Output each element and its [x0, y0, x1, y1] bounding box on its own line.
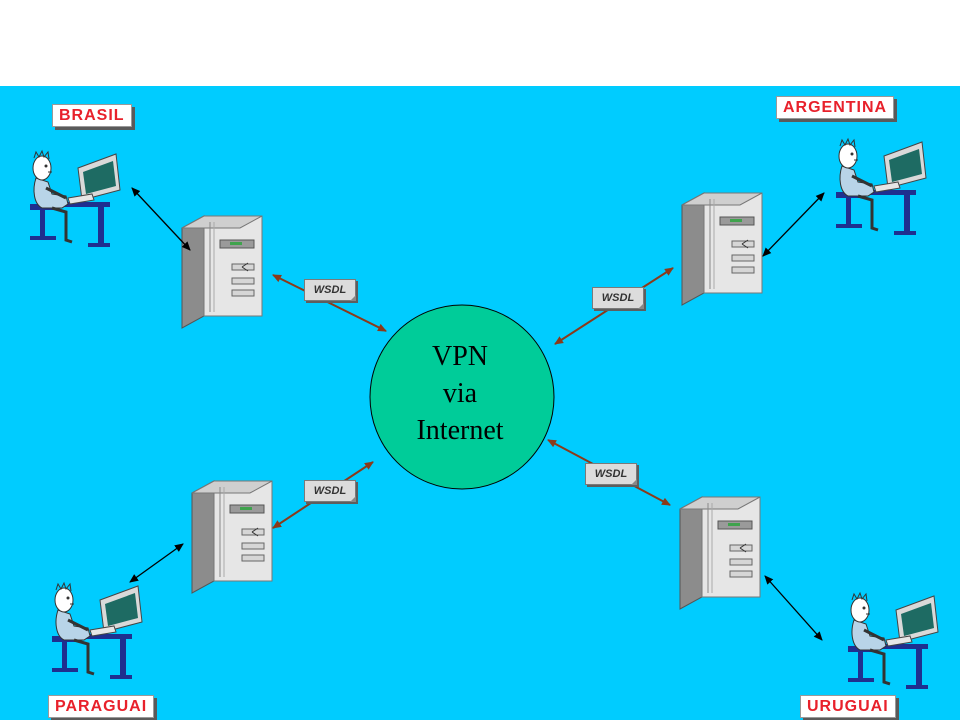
- country-label-brasil: BRASIL: [52, 104, 132, 127]
- top-white-band: [0, 0, 960, 86]
- wsdl-label: WSDL: [313, 485, 347, 497]
- vpn-hub-circle: [369, 304, 555, 490]
- link-arrow-brasil: [272, 274, 387, 332]
- wsdl-label: WSDL: [601, 292, 635, 304]
- wsdl-document-brasil: WSDL: [304, 279, 356, 301]
- vpn-hub-label: VPN via Internet: [370, 338, 550, 449]
- hub-line-internet: Internet: [416, 415, 504, 446]
- user-arrow-brasil: [131, 187, 191, 251]
- wsdl-label: WSDL: [313, 284, 347, 296]
- wsdl-document-uruguai: WSDL: [585, 463, 637, 485]
- country-label-paraguai: PARAGUAI: [48, 695, 155, 718]
- page-fold-icon: [638, 303, 644, 309]
- server-uruguai: [679, 496, 761, 610]
- wsdl-label: WSDL: [594, 468, 628, 480]
- user-computer-argentina: [834, 137, 928, 237]
- user-arrow-uruguai: [764, 575, 823, 641]
- hub-line-vpn: VPN: [431, 341, 488, 372]
- country-label-uruguai: URUGUAI: [800, 695, 896, 718]
- wsdl-document-argentina: WSDL: [592, 287, 644, 309]
- user-computer-paraguai: [50, 581, 144, 681]
- server-brasil: [181, 215, 263, 329]
- user-arrow-argentina: [762, 192, 825, 257]
- wsdl-document-paraguai: WSDL: [304, 480, 356, 502]
- user-arrow-paraguai: [129, 543, 184, 583]
- page-fold-icon: [631, 479, 637, 485]
- server-argentina: [681, 192, 763, 306]
- user-computer-brasil: [28, 149, 122, 249]
- hub-line-via: via: [442, 378, 478, 409]
- server-paraguai: [191, 480, 273, 594]
- page-fold-icon: [350, 295, 356, 301]
- page-fold-icon: [350, 496, 356, 502]
- user-computer-uruguai: [846, 591, 940, 691]
- country-label-argentina: ARGENTINA: [776, 96, 895, 119]
